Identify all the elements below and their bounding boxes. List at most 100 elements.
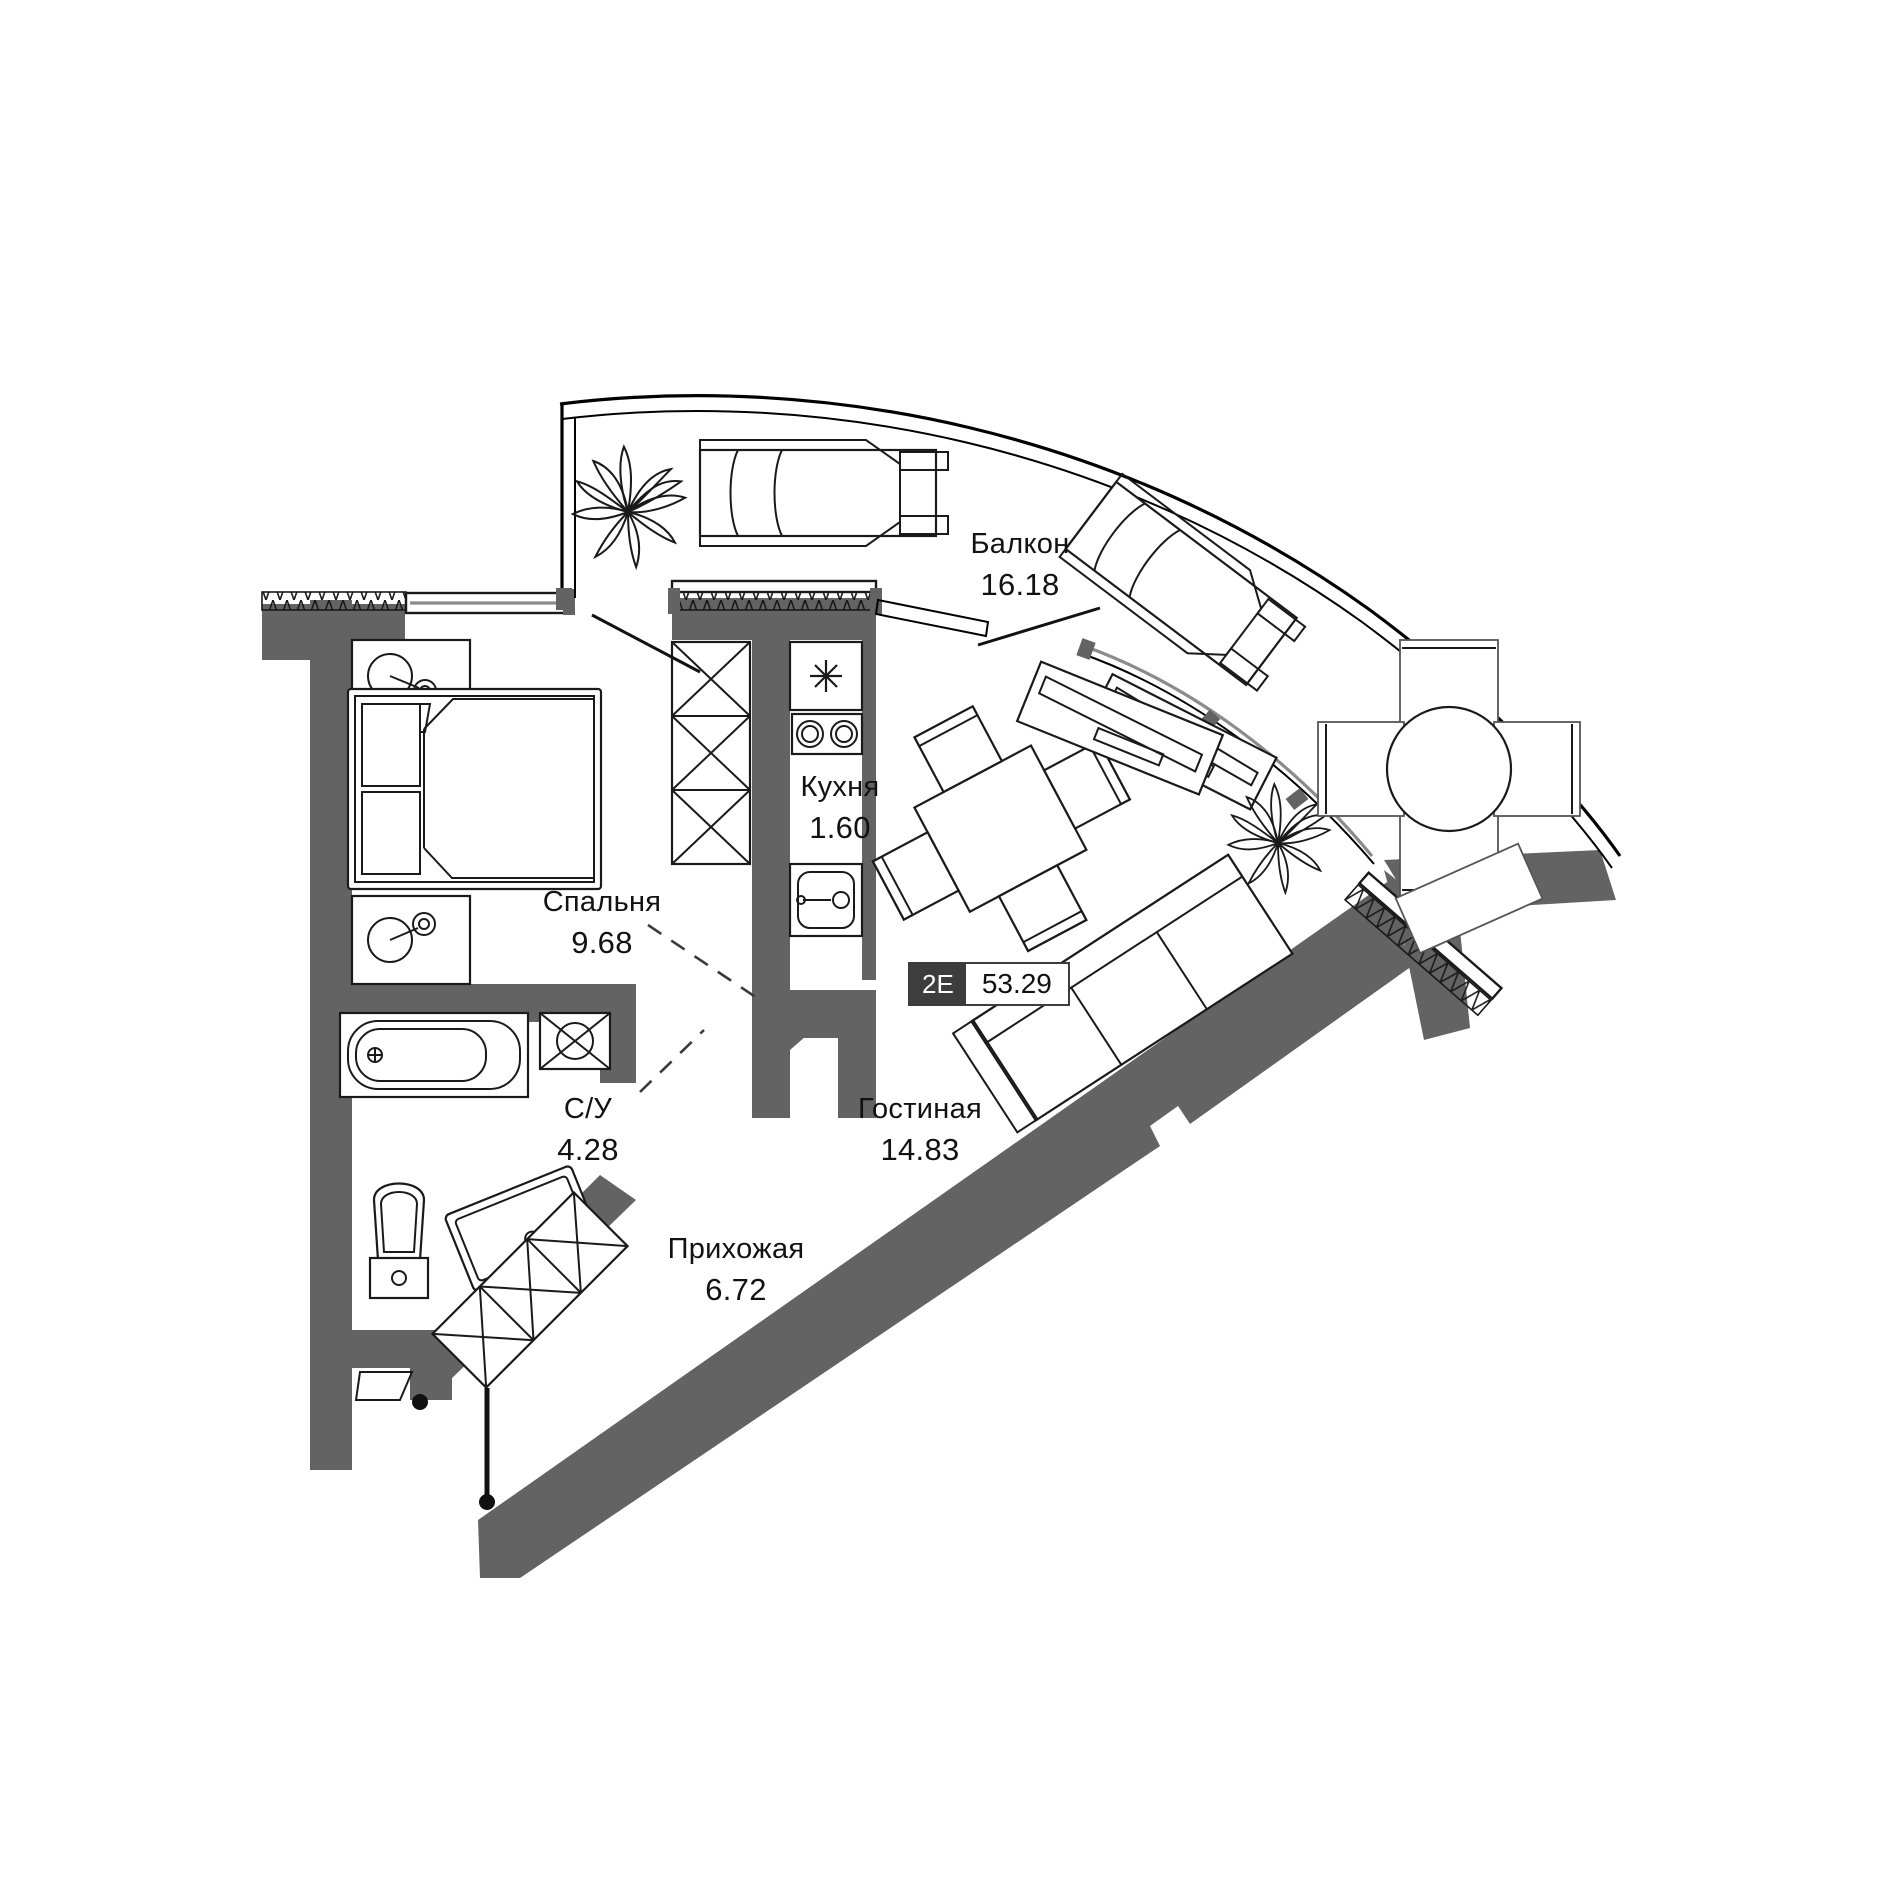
wardrobe-x-1 [671,641,751,717]
leader-lines [591,606,1101,1093]
room-label-bedroom: Спальня 9.68 [502,885,702,961]
balcony-furniture [570,439,1581,955]
leader-bedroom [647,923,761,1002]
burner-left-inner [801,725,819,743]
living-sofa-arm-left [951,1018,1039,1134]
plant-living [1226,781,1332,896]
toilet-bowl [372,1182,426,1262]
room-area-kitchen: 1.60 [809,809,871,845]
room-label-living: Гостиная 14.83 [820,1092,1020,1168]
lamp-bottom-knob [412,912,436,936]
room-area-bathroom: 4.28 [557,1131,619,1167]
room-label-kitchen: Кухня 1.60 [740,770,940,846]
leader-kitchen [591,613,701,674]
wall-kitchen-left-spine [672,600,790,1118]
room-area-balcony: 16.18 [980,566,1060,602]
window-bedroom-hatch [261,591,407,611]
dining-chair-bottom-back [1022,909,1088,953]
balcony-round-table [1385,705,1513,833]
window-kitchen-header [670,579,878,594]
sink-tap-base [796,895,806,905]
kitchen-furniture [670,640,864,938]
lamp-bottom-arm [389,927,419,941]
wall-kitchen-bottom-jog [752,1000,790,1118]
room-name-bedroom: Спальня [542,886,662,918]
burner-left [796,720,824,748]
sun-lounger-right [1058,472,1307,692]
glazing-living-mullion-3 [1285,787,1309,811]
dining-chair-top-back [913,704,979,748]
glazing-group [261,394,1622,1017]
bathroom-furniture [338,1011,612,1300]
wall-bathroom-bottom-2 [352,1330,452,1400]
burner-right [830,720,858,748]
room-area-bedroom: 9.68 [571,924,633,960]
bedroom-furniture [346,638,603,986]
pillow-upper [361,703,421,787]
entrance-door-hinge [479,1494,495,1510]
wall-left-lower-extension [310,1100,352,1460]
wardrobe-hall-x-3 [527,1192,628,1293]
sun-lounger-left [698,439,949,547]
room-label-balcony: Балкон 16.18 [920,527,1120,603]
room-label-hall: Прихожая 6.72 [636,1232,836,1308]
wardrobe-hall-x-1 [432,1286,534,1388]
wardrobe-hall-x-2 [479,1239,581,1341]
wall-kitchen-corner-notch [790,990,876,1050]
window-kitchen-hatch [671,591,877,611]
door-kitchen-swing [874,598,990,638]
lamp-bottom-knob-inner [418,918,430,930]
bed-frame-outer [346,687,603,891]
dining-chair-left-back [871,855,915,921]
balcony-side-table [1394,842,1544,955]
hall-furniture [354,1190,630,1510]
room-name-bathroom: С/У [563,1093,613,1125]
wardrobe-hall-div-2 [526,1238,582,1294]
cooktop [790,712,864,756]
glazing-living-mullion-1 [1076,638,1096,660]
window-kitchen-jamb-right [870,588,882,614]
balcony-left-post [556,588,572,610]
toilet-flush-button [391,1270,407,1286]
room-name-hall: Прихожая [667,1233,805,1265]
hood-star-icon [810,660,842,692]
room-area-hall: 6.72 [705,1271,767,1307]
bathroom-door-hinge [412,1394,428,1410]
room-name-kitchen: Кухня [800,771,880,803]
wall-bottom-diagonal-exterior [478,880,1424,1578]
toilet-cistern [368,1256,430,1300]
room-name-balcony: Балкон [970,528,1070,560]
burner-right-inner [835,725,853,743]
pillow-lower [361,791,421,875]
lamp-bottom-circle [367,917,413,963]
balcony-bench [1015,660,1225,796]
wall-kitchen-right [862,640,876,980]
bathtub-rim [347,1020,521,1090]
wardrobe-x-3 [671,789,751,865]
bathroom-door-leaf [354,1371,414,1401]
unit-type-label: 2E [910,964,966,1004]
room-name-living: Гостиная [857,1093,983,1125]
plant-balcony [570,444,688,571]
duvet-shape [423,698,595,879]
total-area-badge: 2E 53.29 [908,962,1070,1006]
bathtub-inner [355,1028,487,1082]
room-label-bathroom: С/У 4.28 [488,1092,688,1168]
living-sofa-seam-1 [1070,987,1123,1066]
wall-left-bottom-foot [310,1380,352,1470]
sink-drain [832,891,850,909]
total-area-value: 53.29 [965,964,1068,1004]
room-area-living: 14.83 [880,1131,960,1167]
living-sofa-back [970,853,1244,1045]
toilet-bowl-inner [379,1191,419,1253]
glazing-living-curve [1083,644,1374,858]
leader-bathroom [639,1029,705,1093]
bathtub-drain-cross [368,1048,382,1062]
washing-machine-x [539,1012,611,1070]
living-sofa-seam-2 [1155,931,1208,1010]
lamp-top-arm [389,675,420,689]
leader-balcony [977,606,1101,647]
washing-machine-drum [556,1022,594,1060]
